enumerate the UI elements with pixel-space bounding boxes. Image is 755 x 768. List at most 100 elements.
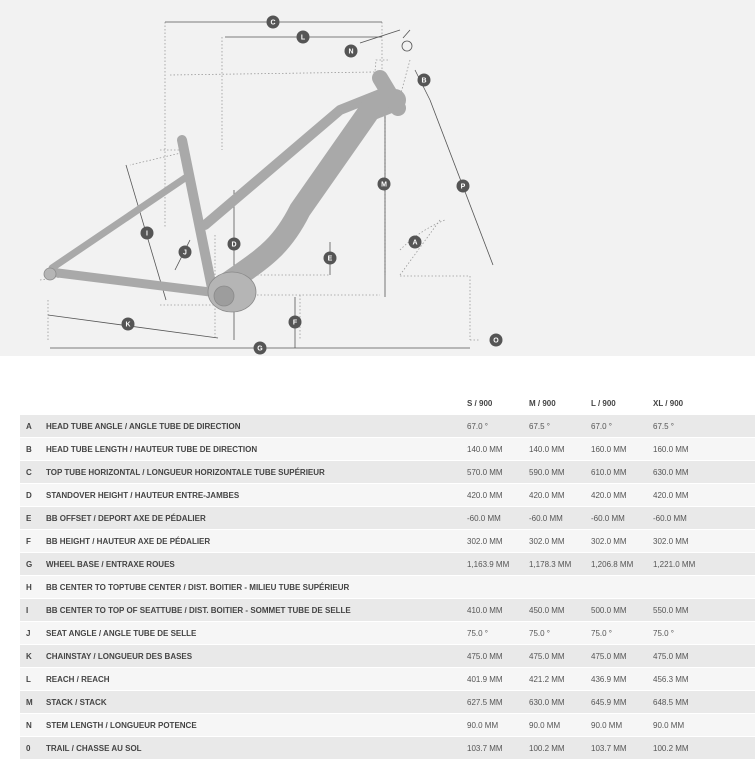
- header-size-xl: XL / 900: [653, 398, 684, 408]
- row-value: 160.0 MM: [653, 437, 755, 461]
- row-value: 160.0 MM: [591, 437, 653, 461]
- row-value: 475.0 MM: [591, 644, 653, 668]
- row-value: 610.0 MM: [591, 460, 653, 484]
- row-value: 420.0 MM: [467, 483, 529, 507]
- row-value: 450.0 MM: [529, 598, 591, 622]
- svg-text:I: I: [146, 231, 148, 238]
- row-value: 302.0 MM: [591, 529, 653, 553]
- row-value: 420.0 MM: [591, 483, 653, 507]
- dimension-label-a: A: [408, 235, 422, 249]
- header-code: [20, 392, 46, 415]
- row-code: N: [20, 713, 46, 737]
- dimension-label-b: B: [417, 73, 431, 87]
- row-value: 90.0 MM: [467, 713, 529, 737]
- row-description: STACK / STACK: [46, 690, 467, 714]
- header-size-s: S / 900: [467, 398, 493, 408]
- row-value: [467, 575, 529, 599]
- row-description: REACH / REACH: [46, 667, 467, 691]
- row-value: 90.0 MM: [591, 713, 653, 737]
- row-value: 475.0 MM: [467, 644, 529, 668]
- svg-text:G: G: [257, 346, 263, 353]
- row-description: HEAD TUBE ANGLE / ANGLE TUBE DE DIRECTIO…: [46, 414, 467, 438]
- svg-text:E: E: [328, 256, 333, 263]
- row-code: H: [20, 575, 46, 599]
- row-code: L: [20, 667, 46, 691]
- svg-text:L: L: [301, 35, 306, 42]
- row-value: 420.0 MM: [529, 483, 591, 507]
- row-value: 1,221.0 MM: [653, 552, 755, 576]
- row-value: 100.2 MM: [653, 736, 755, 759]
- row-value: 90.0 MM: [529, 713, 591, 737]
- svg-text:J: J: [183, 250, 187, 257]
- row-value: 645.9 MM: [591, 690, 653, 714]
- row-value: 140.0 MM: [529, 437, 591, 461]
- svg-text:D: D: [231, 242, 236, 249]
- row-code: K: [20, 644, 46, 668]
- svg-text:M: M: [381, 182, 387, 189]
- dimension-label-d: D: [227, 237, 241, 251]
- svg-text:O: O: [493, 338, 499, 345]
- dimension-label-e: E: [323, 251, 337, 265]
- row-value: 590.0 MM: [529, 460, 591, 484]
- row-value: 436.9 MM: [591, 667, 653, 691]
- row-value: 75.0 °: [653, 621, 755, 645]
- row-value: 500.0 MM: [591, 598, 653, 622]
- row-description: BB CENTER TO TOP OF SEATTUBE / DIST. BOI…: [46, 598, 467, 622]
- svg-text:F: F: [293, 320, 298, 327]
- row-value: 67.5 °: [529, 414, 591, 438]
- row-value: 67.0 °: [591, 414, 653, 438]
- row-code: A: [20, 414, 46, 438]
- row-value: 103.7 MM: [467, 736, 529, 759]
- dimension-label-o: O: [489, 333, 503, 347]
- row-value: 302.0 MM: [653, 529, 755, 553]
- row-value: -60.0 MM: [591, 506, 653, 530]
- row-value: [653, 575, 755, 599]
- row-value: 410.0 MM: [467, 598, 529, 622]
- dimension-label-m: M: [377, 177, 391, 191]
- header-size-m: M / 900: [529, 398, 556, 408]
- dimension-label-k: K: [121, 317, 135, 331]
- row-description: STANDOVER HEIGHT / HAUTEUR ENTRE-JAMBES: [46, 483, 467, 507]
- row-description: BB OFFSET / DEPORT AXE DE PÉDALIER: [46, 506, 467, 530]
- dimension-label-p: P: [456, 179, 470, 193]
- row-code: D: [20, 483, 46, 507]
- row-value: [591, 575, 653, 599]
- row-value: 100.2 MM: [529, 736, 591, 759]
- row-value: 630.0 MM: [529, 690, 591, 714]
- dimension-label-g: G: [253, 341, 267, 355]
- row-code: G: [20, 552, 46, 576]
- header-size-l: L / 900: [591, 398, 616, 408]
- row-value: 67.0 °: [467, 414, 529, 438]
- row-value: 302.0 MM: [467, 529, 529, 553]
- row-value: 550.0 MM: [653, 598, 755, 622]
- row-description: CHAINSTAY / LONGUEUR DES BASES: [46, 644, 467, 668]
- row-description: WHEEL BASE / ENTRAXE ROUES: [46, 552, 467, 576]
- row-value: 630.0 MM: [653, 460, 755, 484]
- row-value: -60.0 MM: [467, 506, 529, 530]
- row-code: J: [20, 621, 46, 645]
- svg-text:A: A: [412, 240, 417, 247]
- row-value: 1,163.9 MM: [467, 552, 529, 576]
- row-code: M: [20, 690, 46, 714]
- row-value: 648.5 MM: [653, 690, 755, 714]
- row-value: 90.0 MM: [653, 713, 755, 737]
- row-value: -60.0 MM: [653, 506, 755, 530]
- svg-text:P: P: [461, 184, 466, 191]
- row-value: 475.0 MM: [653, 644, 755, 668]
- row-value: -60.0 MM: [529, 506, 591, 530]
- row-value: 570.0 MM: [467, 460, 529, 484]
- dimension-label-l: L: [296, 30, 310, 44]
- row-value: 627.5 MM: [467, 690, 529, 714]
- row-value: 75.0 °: [591, 621, 653, 645]
- row-description: TRAIL / CHASSE AU SOL: [46, 736, 467, 759]
